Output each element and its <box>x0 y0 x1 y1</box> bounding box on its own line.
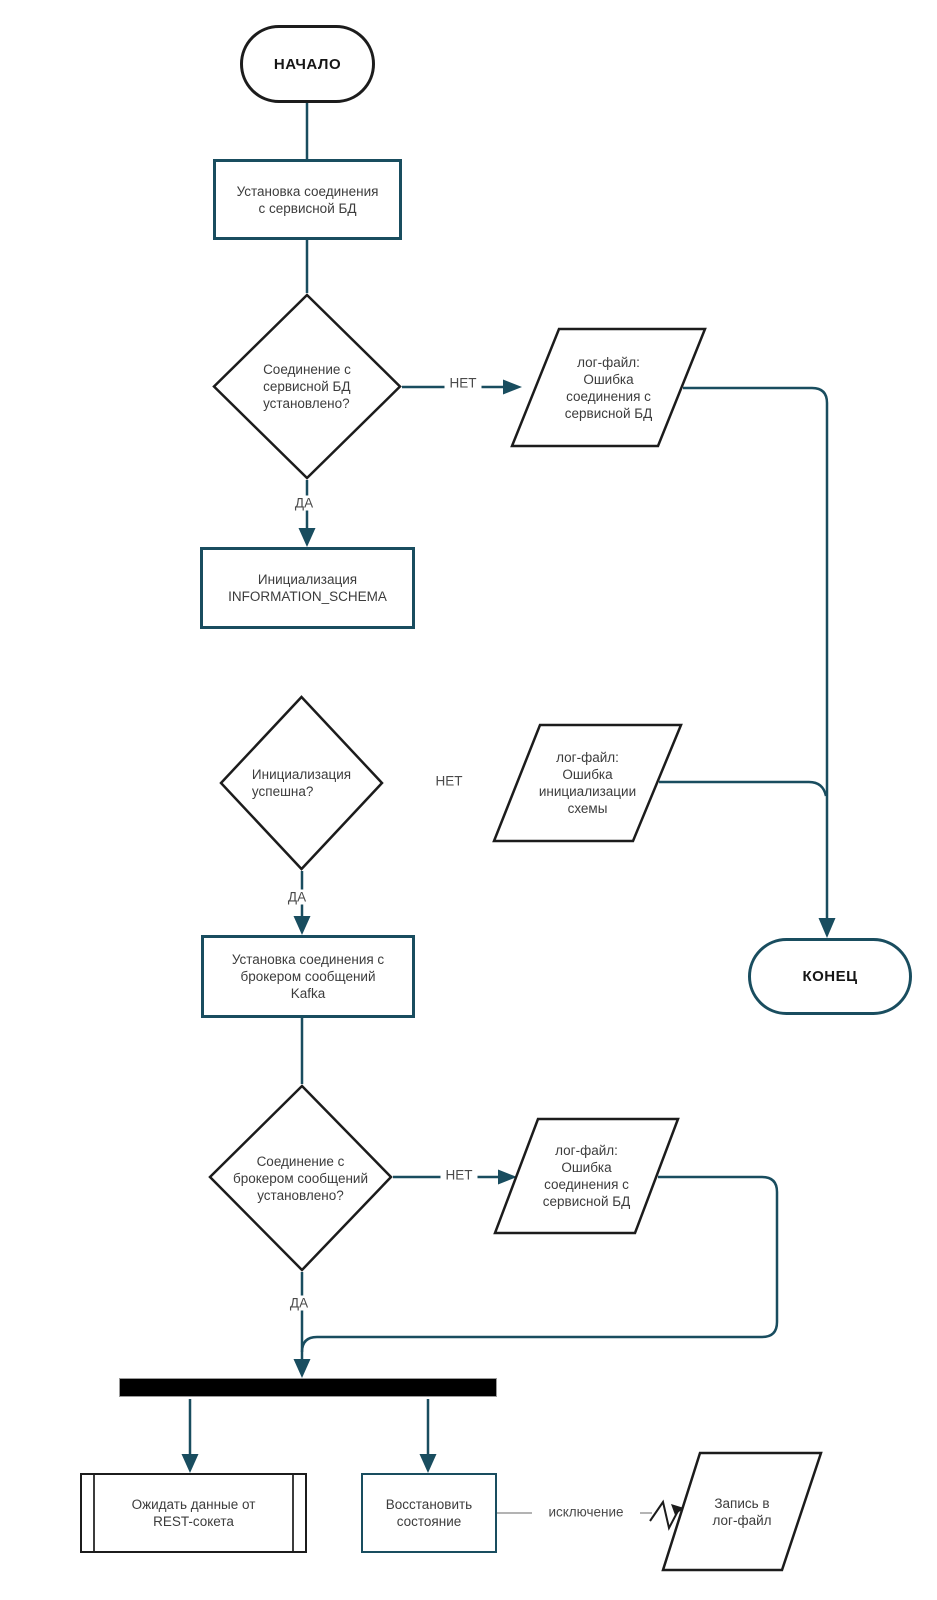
predefined-sideline <box>93 1475 95 1551</box>
io-log-init-error-line: инициализации <box>538 784 637 799</box>
process-init-schema-line: Инициализация <box>257 572 358 587</box>
io-log-write-line: лог-файл <box>712 1512 772 1528</box>
predefined-wait-rest-line: REST-сокета <box>153 1514 234 1529</box>
io-log-init-error-line: Ошибка <box>562 767 613 782</box>
process-restore-state: Восстановить состояние <box>361 1473 497 1553</box>
io-log-kafka-error: лог-файл: Ошибка соединения с сервисной … <box>493 1117 680 1235</box>
process-connect-kafka-line: Установка соединения с <box>231 952 385 967</box>
diamond-outline <box>219 695 384 871</box>
edge-logkafka-return <box>300 1175 779 1353</box>
io-log-kafka-error-line: лог-файл: <box>555 1143 618 1158</box>
process-restore-state-line: Восстановить <box>385 1497 473 1512</box>
arrowhead-no1 <box>503 379 522 395</box>
arrowhead-yes1 <box>298 528 316 547</box>
io-log-init-error: лог-файл: Ошибка инициализации схемы <box>492 723 683 843</box>
predefined-wait-rest-line: Ожидать данные от <box>131 1497 256 1512</box>
io-log-db-error-line: лог-файл: <box>577 354 640 370</box>
parallelogram-outline <box>510 327 707 448</box>
edge-label-no1: НЕТ <box>444 375 482 391</box>
process-connect-kafka: Установка соединения с брокером сообщени… <box>201 935 415 1018</box>
decision-kafka-connected-line: Соединение с <box>256 1153 345 1169</box>
process-connect-kafka-line: брокером сообщений <box>240 969 376 984</box>
io-log-db-error-line: Ошибка <box>583 371 634 387</box>
process-init-schema: Инициализация INFORMATION_SCHEMA <box>200 547 415 629</box>
process-restore-state-line: состояние <box>396 1514 462 1529</box>
parallelogram-outline <box>493 1117 680 1235</box>
decision-kafka-connected-line: установлено? <box>257 1187 344 1203</box>
edge-logdb-to-end <box>683 386 829 918</box>
edge-label-no2: НЕТ <box>430 773 468 789</box>
edge-label-yes3: ДА <box>284 1295 314 1311</box>
arrowhead-yes2 <box>293 916 311 935</box>
decision-init-ok: Инициализация успешна? <box>219 695 384 871</box>
edge-label-no3: НЕТ <box>440 1167 478 1183</box>
decision-db-connected-line: установлено? <box>263 396 350 411</box>
diamond-outline <box>212 293 402 480</box>
start-terminator: НАЧАЛО <box>240 25 375 103</box>
io-log-db-error: лог-файл: Ошибка соединения с сервисной … <box>510 327 707 448</box>
process-connect-db-line: с сервисной БД <box>258 200 357 216</box>
decision-init-ok-line: успешна? <box>251 784 314 799</box>
decision-db-connected-line: сервисной БД <box>263 379 351 394</box>
io-log-init-error-line: схемы <box>567 801 608 816</box>
arrowhead-end <box>818 918 836 938</box>
exception-zigzag-icon <box>649 1499 684 1531</box>
arrowhead-yes3 <box>293 1359 311 1378</box>
process-connect-db-line: Установка соединения <box>236 183 379 199</box>
io-log-init-error-line: лог-файл: <box>556 750 619 765</box>
edge-label-yes1: ДА <box>289 495 319 511</box>
io-log-db-error-line: соединения с <box>566 388 651 404</box>
edge-loginit-to-end <box>659 780 828 797</box>
io-log-write-line: Запись в <box>714 1495 770 1511</box>
io-log-write: Запись в лог-файл <box>661 1451 823 1572</box>
arrowhead-no3 <box>498 1169 517 1185</box>
predefined-sideline <box>292 1475 294 1551</box>
arrowhead-restore <box>419 1454 437 1473</box>
process-connect-kafka-line: Kafka <box>290 986 326 1001</box>
io-log-kafka-error-line: Ошибка <box>561 1160 612 1175</box>
process-init-schema-line: INFORMATION_SCHEMA <box>228 589 387 604</box>
end-label: КОНЕЦ <box>802 968 858 985</box>
decision-db-connected: Соединение с сервисной БД установлено? <box>212 293 402 480</box>
decision-init-ok-line: Инициализация <box>251 767 352 782</box>
diamond-outline <box>208 1084 393 1272</box>
decision-db-connected-line: Соединение с <box>263 362 351 377</box>
fork-bar <box>119 1378 497 1397</box>
decision-kafka-connected: Соединение с брокером сообщений установл… <box>208 1084 393 1272</box>
io-log-db-error-line: сервисной БД <box>564 405 653 421</box>
parallelogram-outline <box>492 723 683 843</box>
edge-label-exception: исключение <box>543 1504 629 1520</box>
io-log-kafka-error-line: сервисной БД <box>542 1194 631 1209</box>
process-connect-db: Установка соединения с сервисной БД <box>213 159 402 240</box>
predefined-wait-rest: Ожидать данные от REST-сокета <box>80 1473 307 1553</box>
edge-label-yes2: ДА <box>282 889 312 905</box>
start-label: НАЧАЛО <box>273 55 342 73</box>
end-terminator: КОНЕЦ <box>748 938 912 1015</box>
parallelogram-outline <box>661 1451 823 1572</box>
io-log-kafka-error-line: соединения с <box>544 1177 629 1192</box>
arrowhead-wait <box>181 1454 199 1473</box>
decision-kafka-connected-line: брокером сообщений <box>232 1170 368 1186</box>
